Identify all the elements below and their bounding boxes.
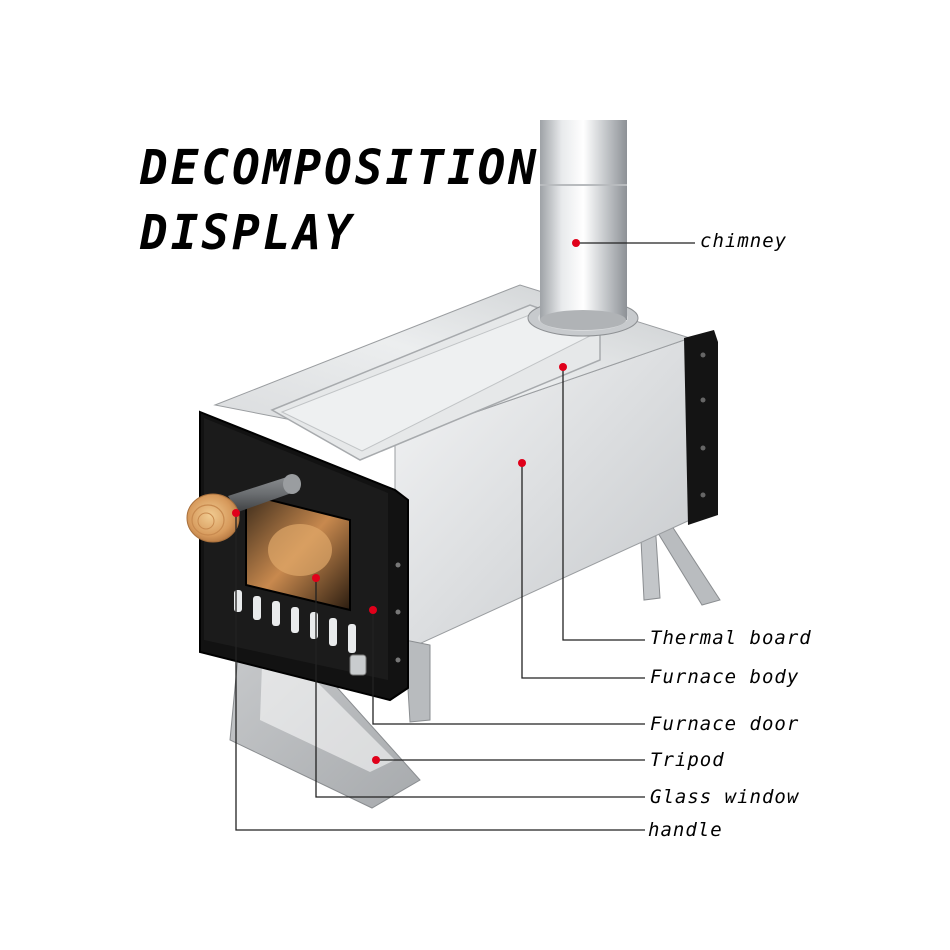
leader-handle <box>235 513 645 831</box>
marker-thermal-board <box>559 363 567 371</box>
title-line-1: DECOMPOSITION <box>140 138 540 196</box>
label-thermal-board: Thermal board <box>650 627 812 649</box>
furnace-door-shape <box>199 410 409 702</box>
leader-furnace-body <box>521 463 645 679</box>
marker-handle <box>232 509 240 517</box>
label-chimney: chimney <box>700 230 788 252</box>
label-glass-window: Glass window <box>650 786 800 808</box>
title-line-2: DISPLAY <box>140 203 355 261</box>
marker-furnace-body <box>518 459 526 467</box>
handle-shape <box>186 474 301 543</box>
label-furnace-body: Furnace body <box>650 666 800 688</box>
leader-thermal-board <box>562 367 645 641</box>
marker-furnace-door <box>369 606 377 614</box>
leader-furnace-door <box>372 610 645 725</box>
chimney-shape <box>527 120 639 337</box>
marker-tripod <box>372 756 380 764</box>
label-handle: handle <box>648 819 723 841</box>
marker-glass-window <box>312 574 320 582</box>
rear-flange <box>684 330 718 525</box>
marker-chimney <box>572 239 580 247</box>
label-tripod: Tripod <box>650 749 725 771</box>
leader-glass-window <box>315 578 645 798</box>
label-furnace-door: Furnace door <box>650 713 800 735</box>
